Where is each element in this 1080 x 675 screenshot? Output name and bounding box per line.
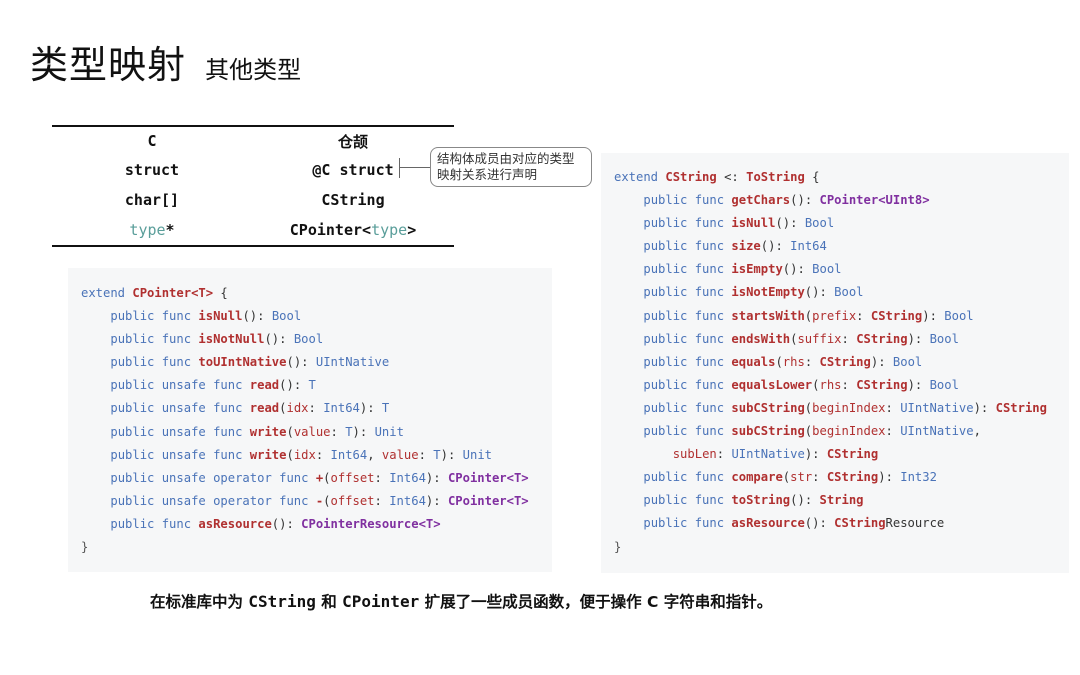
code-line: public func asResource(): CPointerResour… <box>81 513 552 536</box>
code-line: public unsafe func read(idx: Int64): T <box>81 397 552 420</box>
title-sub: 其他类型 <box>205 56 301 84</box>
page-title: 类型映射 其他类型 <box>30 34 301 89</box>
cpointer-code-block: extend CPointer<T> { public func isNull(… <box>68 268 552 572</box>
cell-cj-cpointer: CPointer<type> <box>252 215 454 246</box>
code-line: public func equalsLower(rhs: CString):… <box>614 374 1069 397</box>
code-line: public func isNotEmpty(): Bool <box>614 281 1069 304</box>
code-line: public func isEmpty(): Bool <box>614 258 1069 281</box>
table-row: char[] CString <box>52 185 454 215</box>
code-line-open: extend CString <: ToString { <box>614 166 1069 189</box>
callout-connector-horizontal <box>400 167 430 168</box>
cell-c-struct: struct <box>52 155 252 185</box>
code-line: public func toUIntNative(): UIntNative <box>81 351 552 374</box>
code-line-close: } <box>614 536 1069 559</box>
header-cangjie: 仓颉 <box>252 126 454 155</box>
code-line: public func startsWith(prefix: CString… <box>614 305 1069 328</box>
cell-c-chararray: char[] <box>52 185 252 215</box>
type-mapping-table: C 仓颉 struct @C struct char[] CString typ… <box>52 125 454 247</box>
code-line: public func isNotNull(): Bool <box>81 328 552 351</box>
code-line: public func isNull(): Bool <box>81 305 552 328</box>
cell-cj-struct: @C struct <box>252 155 454 185</box>
code-line: public func asResource(): CStringReso… <box>614 512 1069 535</box>
code-line: public func endsWith(suffix: CString):… <box>614 328 1069 351</box>
code-line: subLen: UIntNative): CString <box>614 443 1069 466</box>
code-line: public func subCString(beginIndex: UIntN… <box>614 420 1069 443</box>
type-keyword: type <box>129 221 165 239</box>
cell-cj-cstring: CString <box>252 185 454 215</box>
cstring-code-block: extend CString <: ToString { public func… <box>601 153 1069 573</box>
code-line: public func getChars(): CPointer<UInt8> <box>614 189 1069 212</box>
code-line-open: extend CPointer<T> { <box>81 282 552 305</box>
callout-connector <box>399 158 400 178</box>
code-line: public unsafe operator func +(offset: In… <box>81 467 552 490</box>
table-header-row: C 仓颉 <box>52 126 454 155</box>
code-line: public unsafe func read(): T <box>81 374 552 397</box>
table-row: struct @C struct <box>52 155 454 185</box>
code-line: public unsafe operator func -(offset: In… <box>81 490 552 513</box>
code-line: public func isNull(): Bool <box>614 212 1069 235</box>
code-line: public func size(): Int64 <box>614 235 1069 258</box>
code-line-close: } <box>81 536 552 559</box>
code-line: public func toString(): String <box>614 489 1069 512</box>
code-line: public unsafe func write(value: T): Unit <box>81 421 552 444</box>
title-main: 类型映射 <box>30 43 186 87</box>
code-line: public func subCString(beginIndex: UIntN… <box>614 397 1069 420</box>
code-line: public func compare(str: CString): Int… <box>614 466 1069 489</box>
header-c: C <box>52 126 252 155</box>
cell-c-pointer: type* <box>52 215 252 246</box>
table-row: type* CPointer<type> <box>52 215 454 246</box>
code-line: public unsafe func write(idx: Int64, val… <box>81 444 552 467</box>
code-line: public func equals(rhs: CString): Bool <box>614 351 1069 374</box>
footer-caption: 在标准库中为 CString 和 CPointer 扩展了一些成员函数，便于操作… <box>150 590 772 612</box>
callout-note: 结构体成员由对应的类型映射关系进行声明 <box>430 147 592 187</box>
type-keyword: type <box>371 221 407 239</box>
